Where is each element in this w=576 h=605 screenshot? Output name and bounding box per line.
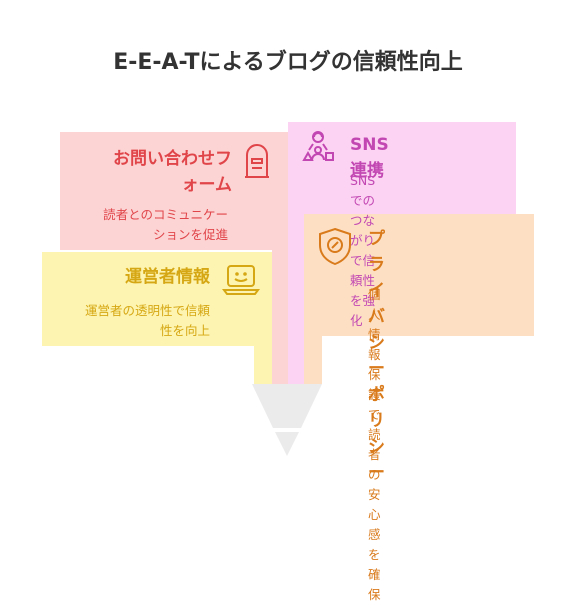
card-form-desc-line-2: ションを促進 <box>152 227 228 242</box>
card-sns-desc: SNSでのつながりで信 頼性を強化 <box>350 171 375 331</box>
card-operator-desc: 運営者の透明性で信頼 性を向上 <box>0 301 210 341</box>
card-operator-desc-line-2: 性を向上 <box>159 323 210 338</box>
card-privacy-desc-line-1: 個人情報保護で読者の <box>368 287 381 482</box>
laptop-icon <box>222 265 260 295</box>
card-form-desc: 読者とのコミュニケー ションを促進 <box>0 205 228 245</box>
card-form-stem <box>272 250 288 384</box>
card-form-title-line-2: ォーム <box>181 175 233 195</box>
card-sns-bg <box>288 122 516 214</box>
card-operator-stem <box>254 346 272 384</box>
card-operator-bg <box>42 252 272 346</box>
card-operator-desc-line-1: 運営者の透明性で信頼 <box>84 303 210 318</box>
card-privacy-desc-line-2: 安心感を確保 <box>368 487 381 602</box>
card-form-title-line-1: お問い合わせフ <box>113 149 232 169</box>
card-sns-desc-line-1: SNSでのつながりで信 <box>350 173 376 268</box>
diagram-shapes <box>42 122 534 456</box>
funnel-top <box>252 384 322 428</box>
card-privacy-title-line-1: プライバシーポ <box>368 229 385 405</box>
card-form-title: お問い合わせフ ォーム <box>0 146 232 198</box>
card-sns-desc-line-2: 頼性を強化 <box>350 273 376 328</box>
diagram-title: E-E-A-Tによるブログの信頼性向上 <box>113 50 463 75</box>
card-form-bg <box>60 132 288 250</box>
card-form-desc-line-1: 読者とのコミュニケー <box>103 207 228 222</box>
funnel-bottom <box>275 432 299 456</box>
network-icon <box>302 131 334 161</box>
shield-icon <box>319 227 351 266</box>
card-privacy-bg <box>304 214 534 336</box>
card-privacy-title: プライバシーポ リシー <box>368 226 385 486</box>
card-operator-title: 運営者情報 <box>125 267 210 287</box>
card-privacy-stem <box>304 336 322 384</box>
card-privacy-desc: 個人情報保護で読者の 安心感を確保 <box>368 285 381 605</box>
card-sns-title: SNS連携 <box>350 135 389 181</box>
card-sns-stem <box>288 214 304 384</box>
card-privacy-title-line-2: リシー <box>368 411 385 483</box>
mailbox-icon <box>245 144 269 178</box>
